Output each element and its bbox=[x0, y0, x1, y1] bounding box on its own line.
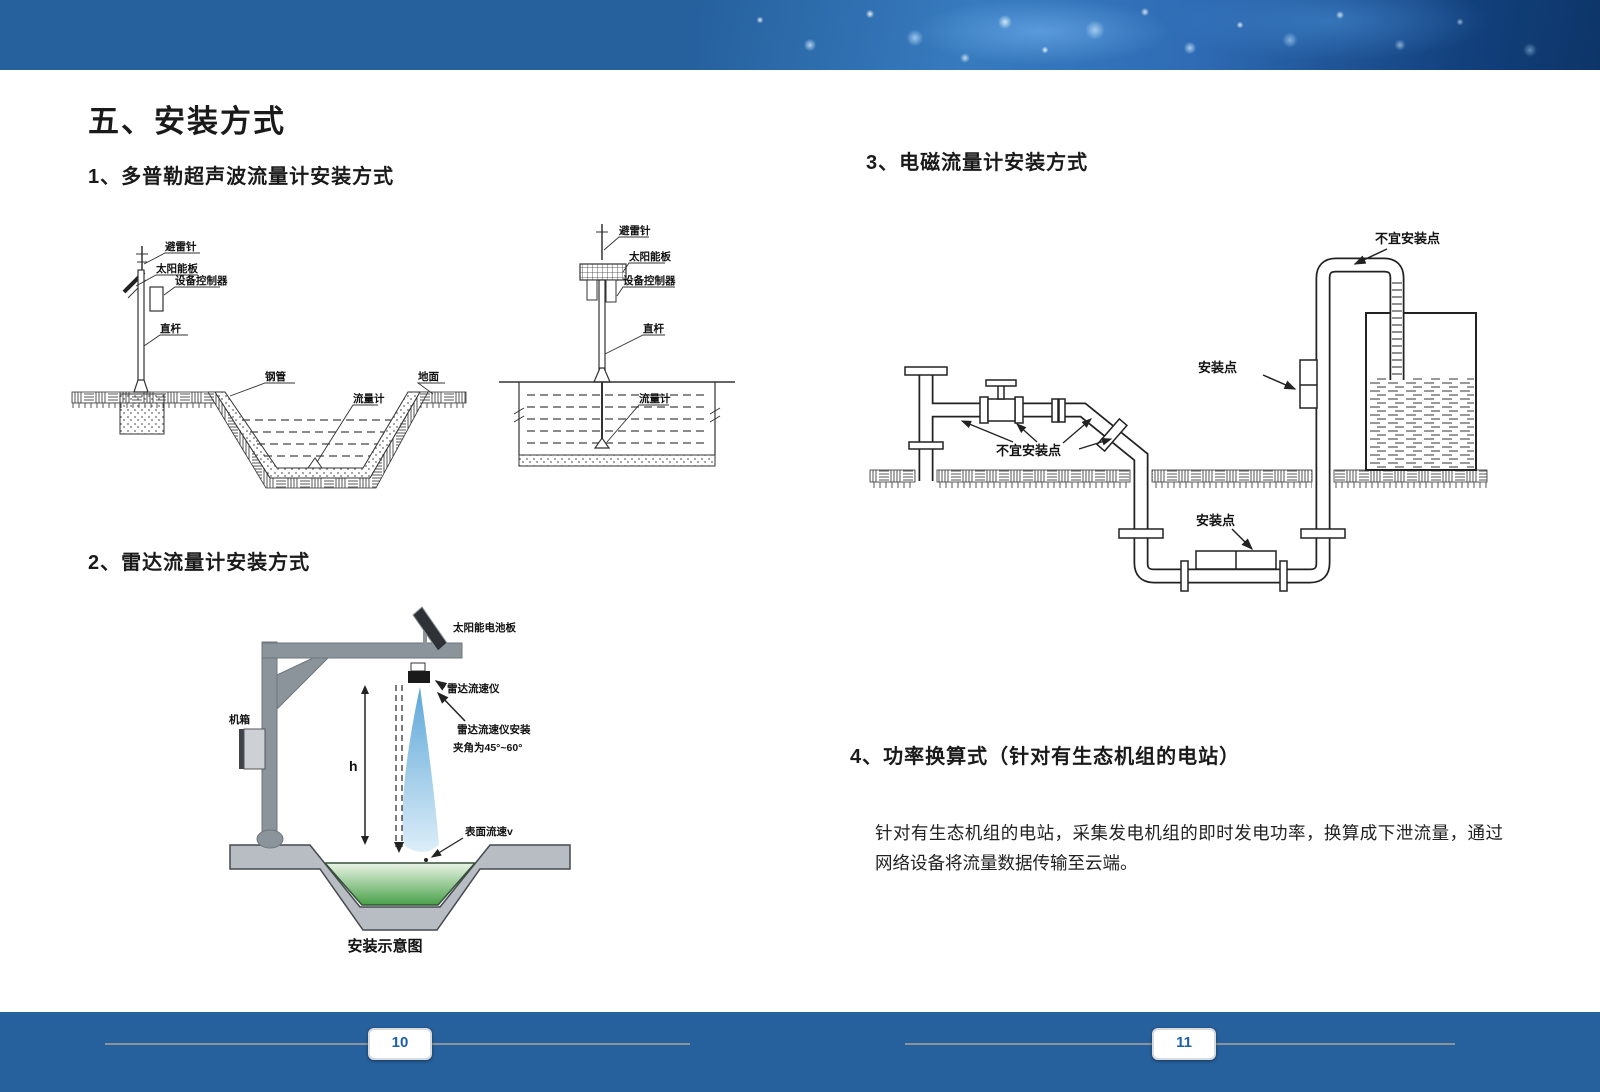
page-number-left-value: 10 bbox=[391, 1034, 409, 1051]
diagram-caption: 安装示意图 bbox=[347, 937, 422, 955]
controller-box bbox=[586, 279, 598, 301]
valve-stem bbox=[997, 384, 1005, 400]
cabinet-hinge bbox=[239, 729, 244, 769]
valve-flange bbox=[1014, 396, 1024, 424]
pole bbox=[598, 279, 606, 371]
flange bbox=[904, 366, 948, 376]
header-band bbox=[0, 0, 1600, 70]
label-pipe: 钢管 bbox=[265, 370, 286, 383]
flange bbox=[1279, 560, 1288, 592]
valve-body bbox=[987, 398, 1016, 422]
page-number-right-value: 11 bbox=[1176, 1034, 1192, 1051]
doppler-bank-diagram: 避雷针 太阳能板 设备控制器 直杆 钢管 地面 流量计 bbox=[71, 240, 467, 489]
concrete-channel bbox=[229, 844, 571, 931]
section1-heading: 1、多普勒超声波流量计安装方式 bbox=[88, 166, 395, 188]
valve-handle bbox=[985, 379, 1017, 387]
flow-meter-sensor bbox=[593, 436, 611, 449]
solar-panel bbox=[412, 606, 448, 652]
label-pole: 直杆 bbox=[160, 322, 181, 335]
flange bbox=[1180, 560, 1189, 592]
radar-unit bbox=[408, 671, 430, 683]
label-ground: 地面 bbox=[418, 370, 439, 383]
label-controller: 设备控制器 bbox=[623, 274, 676, 287]
label-radar: 雷达流速仪 bbox=[447, 682, 500, 695]
label-flow-meter: 流量计 bbox=[639, 392, 671, 405]
radar-beam bbox=[402, 687, 439, 852]
pole bbox=[137, 269, 145, 383]
flange bbox=[1051, 398, 1059, 423]
label-bad-point-left: 不宜安装点 bbox=[996, 443, 1061, 458]
flange bbox=[1118, 528, 1164, 539]
cabinet-box bbox=[243, 728, 266, 770]
tank-water bbox=[1368, 378, 1474, 468]
section3-heading: 3、电磁流量计安装方式 bbox=[866, 152, 1089, 174]
section2-heading: 2、雷达流量计安装方式 bbox=[88, 552, 311, 574]
label-install-point-mid: 安装点 bbox=[1198, 360, 1237, 375]
controller-box bbox=[149, 286, 164, 312]
label-h: h bbox=[349, 758, 358, 774]
foundation-block bbox=[119, 393, 165, 435]
drop-leg-hatch bbox=[1392, 282, 1402, 375]
label-bad-point-top: 不宜安装点 bbox=[1375, 231, 1440, 246]
bokeh-decoration bbox=[700, 0, 1600, 70]
label-pole: 直杆 bbox=[643, 322, 664, 335]
mounting-bracket bbox=[256, 641, 463, 849]
label-solar-panel: 太阳能板 bbox=[628, 250, 671, 263]
radar-diagram: h 太阳能电池板 雷达流速仪 雷达流速仪安装 夹角为45°~60° 机箱 表面流… bbox=[229, 606, 571, 955]
section4-paragraph: 针对有生态机组的电站，采集发电机组的即时发电功率，换算成下泄流量，通过网络设备将… bbox=[875, 822, 1503, 874]
label-controller: 设备控制器 bbox=[175, 274, 228, 287]
label-surface-velocity: 表面流速v bbox=[464, 825, 513, 838]
label-cabinet: 机箱 bbox=[229, 713, 250, 726]
channel bbox=[207, 391, 429, 489]
ground-band bbox=[869, 469, 1488, 488]
label-flow-meter: 流量计 bbox=[353, 392, 385, 405]
valve-flange bbox=[979, 396, 989, 424]
label-install-note2: 夹角为45°~60° bbox=[453, 741, 522, 754]
doppler-channel-diagram: 避雷针 太阳能板 设备控制器 直杆 流量计 bbox=[499, 224, 735, 467]
leader-lines bbox=[135, 252, 445, 463]
page-title: 五、安装方式 bbox=[88, 104, 286, 139]
bad-point-leaders bbox=[960, 418, 1113, 450]
pipe-network bbox=[918, 257, 1405, 584]
water bbox=[323, 862, 477, 906]
channel bbox=[499, 381, 735, 467]
label-solar-panel: 太阳能电池板 bbox=[452, 621, 516, 634]
label-solar-panel: 太阳能板 bbox=[155, 262, 198, 275]
leader-lines bbox=[603, 236, 675, 443]
riser-meter-box bbox=[1299, 359, 1318, 409]
label-lightning-rod: 避雷针 bbox=[618, 224, 651, 237]
flange bbox=[908, 441, 944, 450]
flow-meter-sensor bbox=[307, 457, 323, 469]
footer-band: 10 11 bbox=[0, 1012, 1600, 1092]
electromagnetic-diagram: 不宜安装点 安装点 不宜安装点 安装点 bbox=[869, 231, 1488, 592]
height-dimension bbox=[361, 685, 369, 845]
solar-panel bbox=[579, 263, 627, 281]
page-number-left: 10 bbox=[368, 1028, 432, 1060]
label-lightning-rod: 避雷针 bbox=[164, 240, 197, 253]
page-number-right: 11 bbox=[1152, 1028, 1216, 1060]
pole-assembly bbox=[122, 246, 164, 393]
controller-box bbox=[605, 279, 617, 303]
water-lines bbox=[242, 419, 392, 457]
label-install-note1: 雷达流速仪安装 bbox=[457, 723, 531, 736]
flange bbox=[1300, 528, 1346, 539]
plumb-line bbox=[395, 685, 403, 847]
label-install-point-bottom: 安装点 bbox=[1196, 513, 1235, 528]
radar-mount bbox=[410, 662, 426, 672]
section4-heading: 4、功率换算式（针对有生态机组的电站） bbox=[850, 746, 1241, 768]
flange bbox=[1058, 398, 1066, 423]
